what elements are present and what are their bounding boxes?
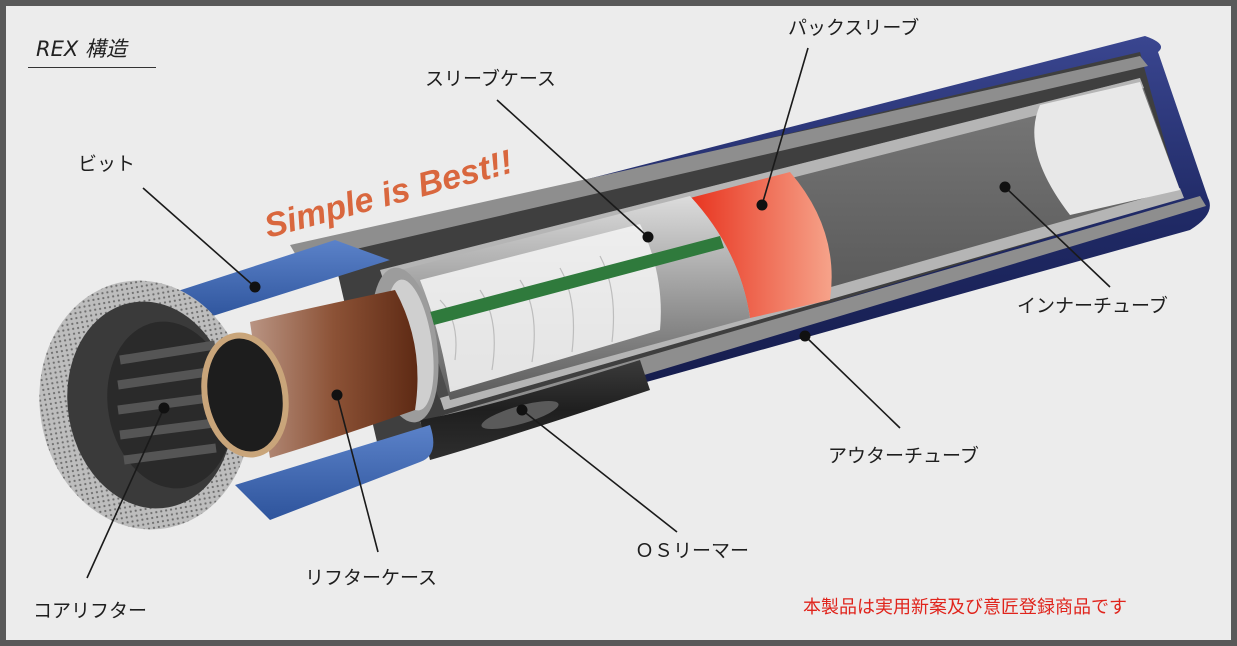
dot-sleeve-case xyxy=(642,231,654,243)
leader-line-pack-sleeve xyxy=(761,47,809,206)
leader-line-core-lifter xyxy=(86,407,165,579)
leader-lines xyxy=(86,47,1111,579)
dot-pack-sleeve xyxy=(756,199,768,211)
pack-sleeve xyxy=(690,172,832,318)
leader-line-outer-tube xyxy=(804,335,901,429)
diagram-title: REX 構造 xyxy=(36,37,127,61)
label-outer-tube: アウターチューブ xyxy=(828,445,979,467)
outer-tube-cut-edge-top xyxy=(290,56,1148,262)
inner-tube-open-end xyxy=(1034,82,1180,215)
core-lifter-slats xyxy=(117,340,225,465)
title-underline xyxy=(28,67,156,68)
leader-line-bit xyxy=(142,187,256,288)
dot-lifter-case xyxy=(331,389,343,401)
dot-core-lifter xyxy=(158,402,170,414)
core-fiber-texture xyxy=(439,255,615,371)
label-bit: ビット xyxy=(78,153,136,175)
lifter-case xyxy=(250,290,418,458)
core-fibers xyxy=(420,224,661,392)
label-os-reamer: ＯＳリーマー xyxy=(635,540,750,562)
label-core-lifter: コアリフター xyxy=(33,600,148,622)
lifter-ring xyxy=(201,332,289,458)
leader-line-lifter-case xyxy=(336,394,379,553)
dot-inner-tube xyxy=(999,181,1011,193)
leader-line-sleeve-case xyxy=(496,99,649,238)
label-pack-sleeve: パックスリーブ xyxy=(788,17,920,39)
dot-os-reamer xyxy=(516,404,528,416)
leader-line-os-reamer xyxy=(521,409,678,533)
leader-dots xyxy=(158,181,1011,416)
label-lifter-case: リフターケース xyxy=(305,567,438,589)
bit-band xyxy=(150,240,391,320)
label-sleeve-case: スリーブケース xyxy=(425,68,556,90)
green-guide-stripe xyxy=(430,236,724,325)
leader-line-inner-tube xyxy=(1004,186,1111,288)
dot-outer-tube xyxy=(799,330,811,342)
dot-bit xyxy=(249,281,261,293)
bit-band-bottom xyxy=(235,425,434,520)
registration-note: 本製品は実用新案及び意匠登録商品です xyxy=(803,597,1127,618)
label-inner-tube: インナーチューブ xyxy=(1017,295,1168,317)
